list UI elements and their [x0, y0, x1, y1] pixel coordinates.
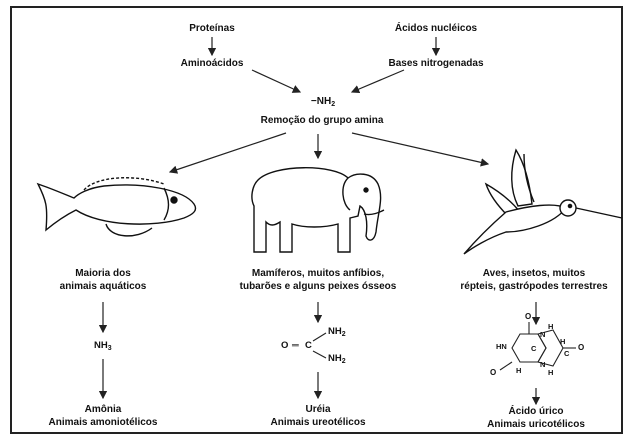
- uric-acid-bonds: [500, 322, 576, 370]
- urea-oxygen: O: [281, 340, 288, 351]
- uric-o-top: O: [525, 312, 531, 321]
- fish-group-line2: animais aquáticos: [43, 281, 163, 293]
- elephant-group-line1: Mamíferos, muitos anfíbios,: [218, 268, 418, 280]
- uric-c2: C: [564, 349, 569, 358]
- amino-acids-label: Aminoácidos: [168, 58, 256, 70]
- bird-group-line1: Aves, insetos, muitos: [436, 268, 632, 280]
- urea-nh2-top: NH2: [328, 326, 346, 338]
- uric-acid-label: Ácido úrico: [486, 406, 586, 418]
- ammonia-label: Amônia: [43, 404, 163, 416]
- urea-bonds: [313, 333, 326, 358]
- uric-n1: N: [540, 330, 545, 339]
- nucleic-acids-label: Ácidos nucléicos: [380, 23, 492, 35]
- uric-n2: N: [540, 360, 545, 369]
- urea-double-bond: ═: [292, 340, 299, 351]
- nitrogen-bases-label: Bases nitrogenadas: [374, 58, 498, 70]
- ammonia-formula: NH3: [94, 340, 112, 352]
- uric-h3: H: [516, 366, 521, 375]
- fish-group-line1: Maioria dos: [43, 268, 163, 280]
- arrow-aminoacids-nh2: [252, 70, 300, 92]
- bird-group-line2: répteis, gastrópodes terrestres: [436, 281, 632, 293]
- urea-nh2-bottom: NH2: [328, 353, 346, 365]
- urea-carbon: C: [305, 340, 312, 351]
- uric-hn: HN: [496, 342, 507, 351]
- ammoniotelic-label: Animais amoniotélicos: [28, 417, 178, 429]
- amine-group-label: −NH2: [298, 96, 348, 111]
- proteins-label: Proteínas: [178, 23, 246, 35]
- uric-c1: C: [531, 344, 536, 353]
- uricotelic-label: Animais uricotélicos: [466, 419, 606, 431]
- elephant-icon: [238, 160, 390, 260]
- urea-label: Uréia: [268, 404, 368, 416]
- ureotelic-label: Animais ureotélicos: [248, 417, 388, 429]
- bird-icon: [458, 146, 626, 258]
- elephant-group-line2: tubarões e alguns peixes ósseos: [218, 281, 418, 293]
- uric-o-right: O: [578, 343, 584, 352]
- uric-h4: H: [560, 337, 565, 346]
- arrow-bases-nh2: [352, 70, 404, 92]
- uric-h1: H: [548, 322, 553, 331]
- amine-removal-label: Remoção do grupo amina: [240, 115, 404, 127]
- fish-icon: [24, 170, 202, 250]
- uric-h2: H: [548, 368, 553, 377]
- uric-o-left: O: [490, 368, 496, 377]
